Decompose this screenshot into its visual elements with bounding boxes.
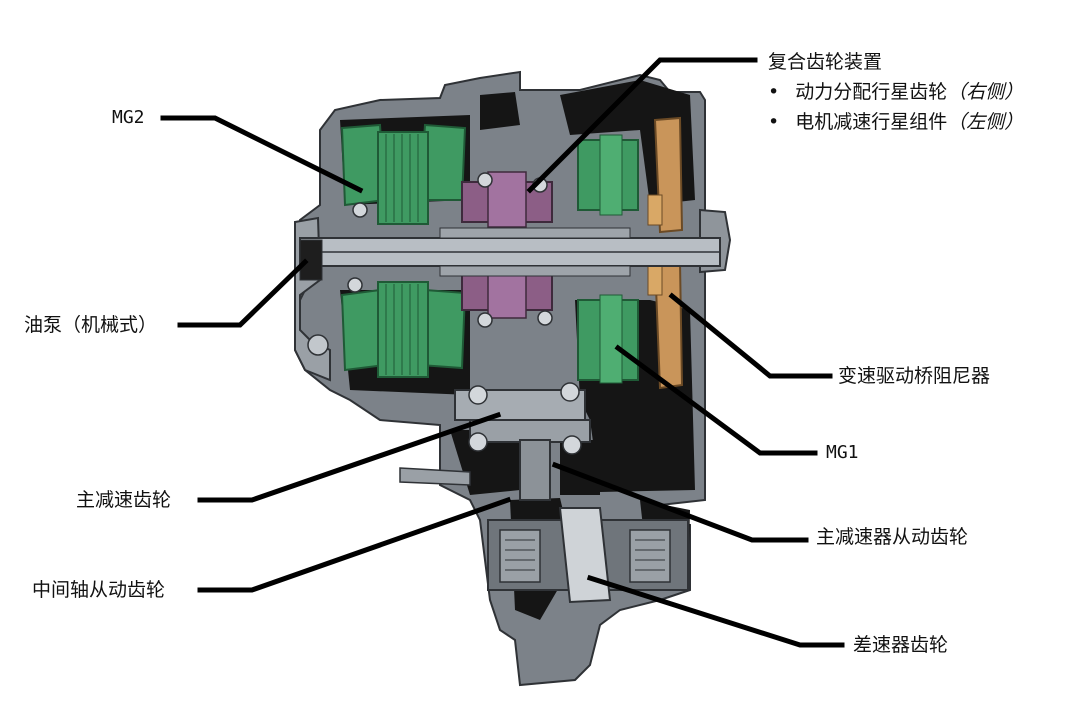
bullet: • <box>768 111 780 133</box>
label-differential-gear: 差速器齿轮 <box>853 634 949 656</box>
label-oil-pump: 油泵（机械式） <box>24 314 158 336</box>
leader-lines <box>160 57 845 648</box>
item-note: （右侧） <box>947 81 1024 103</box>
leader-compound-gear-unit <box>526 57 758 194</box>
item-note: （左侧） <box>947 111 1024 133</box>
label-countershaft-driven-gear: 中间轴从动齿轮 <box>32 579 166 601</box>
main-shaft <box>299 227 721 277</box>
mg1-stator <box>577 134 639 384</box>
leader-mg2 <box>160 115 364 194</box>
leader-mg1 <box>614 344 818 456</box>
compound-gear-item-power-split: • 动力分配行星齿轮（右侧） <box>768 80 1023 104</box>
label-transaxle-damper: 变速驱动桥阻尼器 <box>838 365 991 387</box>
leader-differential-gear <box>586 574 845 648</box>
leader-final-drive-gear <box>197 411 502 503</box>
label-compound-gear-unit: 复合齿轮装置 <box>768 51 883 73</box>
compound-planetary-gear <box>461 171 553 319</box>
item-text: 电机减速行星组件 <box>795 111 948 133</box>
label-mg1: MG1 <box>826 442 859 463</box>
label-final-driven-gear: 主减速器从动齿轮 <box>816 526 969 548</box>
label-final-drive-gear: 主减速齿轮 <box>76 489 172 511</box>
transaxle-damper <box>647 116 684 390</box>
item-text: 动力分配行星齿轮 <box>795 81 948 103</box>
leader-countershaft-driven-gear <box>197 496 512 593</box>
countershaft-gears <box>347 172 591 501</box>
leader-final-driven-gear <box>551 461 809 543</box>
compound-gear-item-motor-reduction: • 电机减速行星组件（左侧） <box>768 110 1023 134</box>
oil-pump <box>299 239 329 356</box>
leader-transaxle-damper <box>668 292 833 379</box>
leader-oil-pump <box>177 258 309 328</box>
label-mg2: MG2 <box>112 107 145 128</box>
bullet: • <box>768 81 780 103</box>
